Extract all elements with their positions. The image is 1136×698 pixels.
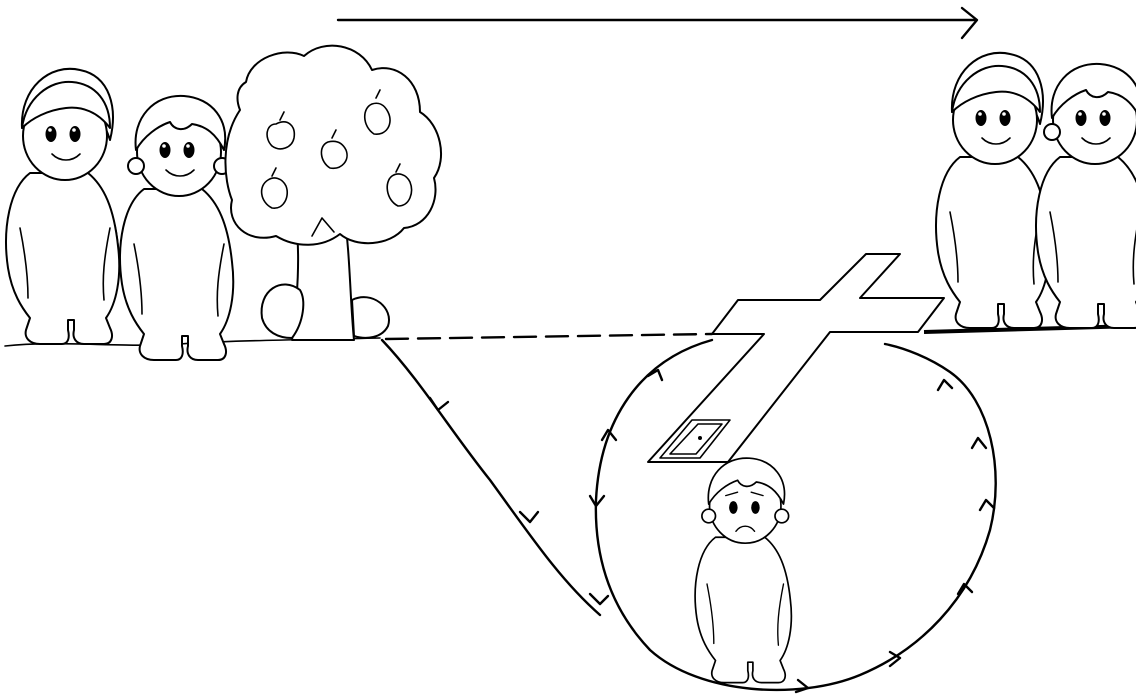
- cross-icon: [647, 253, 945, 463]
- apple-icon: [260, 89, 413, 209]
- time-arrow: [336, 6, 979, 40]
- girl-left: [5, 67, 121, 345]
- boy-left: [119, 94, 235, 361]
- door-icon: [659, 419, 731, 459]
- path-arrow-marks: [428, 368, 996, 694]
- sad-boy: [694, 457, 793, 684]
- arrowhead-icon: [960, 6, 979, 40]
- boy-right: [1035, 62, 1136, 329]
- girl-right: [935, 51, 1051, 329]
- apple-tree: [224, 44, 442, 341]
- circular-path: [380, 338, 997, 694]
- ground-line-right: [923, 324, 1136, 334]
- dashed-bridge-line: [384, 332, 714, 341]
